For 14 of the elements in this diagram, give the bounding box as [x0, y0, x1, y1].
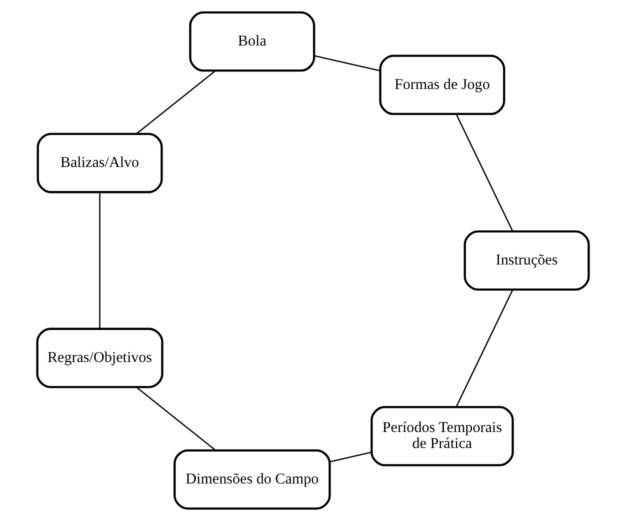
connector — [455, 290, 513, 408]
node-box: Formas de Jogo — [378, 54, 505, 116]
node-box: Dimensões do Campo — [173, 449, 330, 510]
connector — [136, 386, 216, 451]
connector — [98, 192, 100, 329]
node-box: Bola — [188, 11, 315, 72]
node-box: Regras/Objetivos — [36, 328, 163, 388]
connector — [135, 70, 216, 134]
connector — [329, 452, 372, 462]
node-box: Instruções — [463, 230, 590, 291]
node-box: Períodos Temporais de Prática — [370, 406, 514, 466]
connector — [314, 55, 380, 72]
node-box: Balizas/Alvo — [36, 132, 162, 194]
connector — [455, 114, 513, 232]
